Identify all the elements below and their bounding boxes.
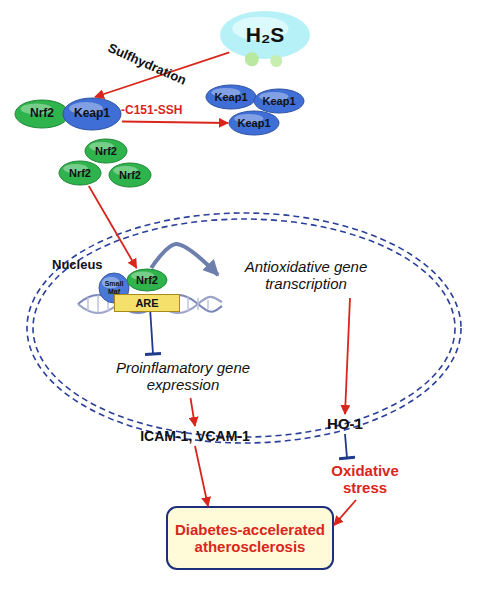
inhibition-connector bbox=[150, 312, 153, 354]
nucleus-ellipse-outline bbox=[26, 212, 462, 444]
protein-ellipse: Nrf2 bbox=[108, 162, 152, 188]
protein-ellipse: Keap1 bbox=[62, 97, 122, 131]
protein-ellipse: Nrf2 bbox=[14, 99, 70, 129]
node-text: Keap1 bbox=[74, 107, 110, 121]
arrow-connector bbox=[191, 398, 196, 426]
inhibition-connector bbox=[345, 434, 347, 458]
arrow-connector bbox=[195, 446, 208, 506]
shape-fill bbox=[109, 163, 151, 187]
outcome-box: Diabetes-accelerated atherosclerosis bbox=[166, 506, 334, 570]
shape-fill bbox=[254, 89, 304, 113]
node-text: Keap1 bbox=[214, 91, 247, 104]
shape-fill bbox=[63, 98, 121, 130]
shape-fill bbox=[85, 139, 127, 163]
shape-fill bbox=[229, 111, 279, 135]
protein-ellipse: Nrf2 bbox=[126, 268, 168, 292]
node-text: Keap1 bbox=[262, 95, 295, 108]
protein-ellipse: Nrf2 bbox=[58, 160, 102, 186]
protein-ellipse: Keap1 bbox=[253, 88, 305, 114]
nucleus-ellipse: NucleusSmall Maf Nrf2ARE Antioxidative gen… bbox=[26, 212, 462, 444]
dna-strand bbox=[78, 295, 222, 313]
arrow-connector bbox=[334, 500, 356, 525]
arrow-connector bbox=[122, 121, 228, 123]
node-text: Nrf2 bbox=[136, 274, 158, 287]
atom-circle bbox=[245, 52, 259, 66]
arrow-connector bbox=[89, 186, 137, 268]
node-text: Proinflamatory gene expression bbox=[108, 359, 258, 394]
process-text: Antioxidative gene transcription bbox=[218, 252, 394, 298]
residue-label: -C151-SSH bbox=[121, 103, 182, 117]
node-text: H₂S bbox=[246, 23, 285, 47]
shape-fill bbox=[220, 11, 310, 59]
node-text: HO-1 bbox=[327, 415, 363, 432]
node-text: Keap1 bbox=[237, 117, 270, 130]
dna-helix bbox=[78, 295, 222, 313]
dna-strand bbox=[78, 295, 222, 313]
molecule-label: ICAM-1, VCAM-1 bbox=[126, 426, 264, 446]
dna-element-box: ARE bbox=[114, 294, 180, 312]
shape-fill bbox=[127, 269, 167, 291]
molecule-label: HO-1 bbox=[322, 414, 368, 434]
node-text: Small Maf bbox=[98, 280, 130, 296]
protein-ellipse: Keap1 bbox=[205, 84, 257, 110]
process-text: Proinflamatory gene expression bbox=[108, 354, 258, 398]
shape-fill bbox=[59, 161, 101, 185]
shape-fill bbox=[206, 85, 256, 109]
arrow-connector bbox=[151, 244, 218, 275]
node-text: Nucleus bbox=[52, 258, 103, 273]
node-text: Antioxidative gene transcription bbox=[218, 258, 394, 293]
effect-text: Oxidative stress bbox=[320, 458, 410, 500]
node-text: Nrf2 bbox=[119, 169, 141, 182]
protein-ellipse: Keap1 bbox=[228, 110, 280, 136]
atom-circle bbox=[270, 55, 282, 67]
edge-label: Sulfhydration bbox=[106, 40, 189, 88]
protein-ellipse: Nrf2 bbox=[84, 138, 128, 164]
node-text: Oxidative stress bbox=[320, 462, 410, 497]
membrane-inner bbox=[33, 219, 455, 437]
arrow-connector bbox=[345, 298, 350, 414]
molecule-cloud: H₂S bbox=[218, 8, 312, 62]
shape-fill bbox=[15, 100, 69, 128]
shape-fill bbox=[115, 295, 180, 312]
node-text: ICAM-1, VCAM-1 bbox=[140, 428, 250, 444]
node-text: Nrf2 bbox=[69, 167, 91, 180]
shape-fill bbox=[167, 507, 333, 569]
membrane-outer bbox=[27, 213, 461, 443]
node-text: Nrf2 bbox=[95, 145, 117, 158]
node-text: Nrf2 bbox=[30, 107, 54, 121]
node-text: ARE bbox=[135, 297, 158, 310]
node-text: Diabetes-accelerated atherosclerosis bbox=[166, 521, 334, 556]
